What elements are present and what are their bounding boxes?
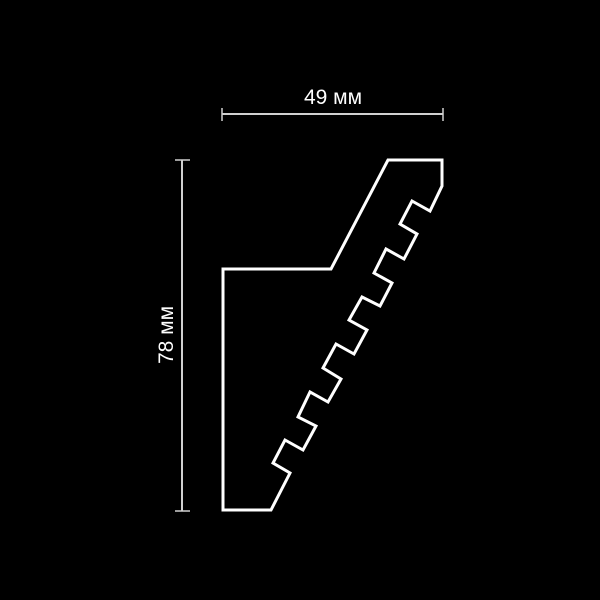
width-label: 49 мм (304, 86, 362, 109)
width-dimension: 49 мм (221, 86, 444, 121)
cornice-profile-outline (221, 158, 444, 512)
height-label: 78 мм (155, 306, 178, 364)
height-dimension: 78 мм (155, 159, 190, 512)
